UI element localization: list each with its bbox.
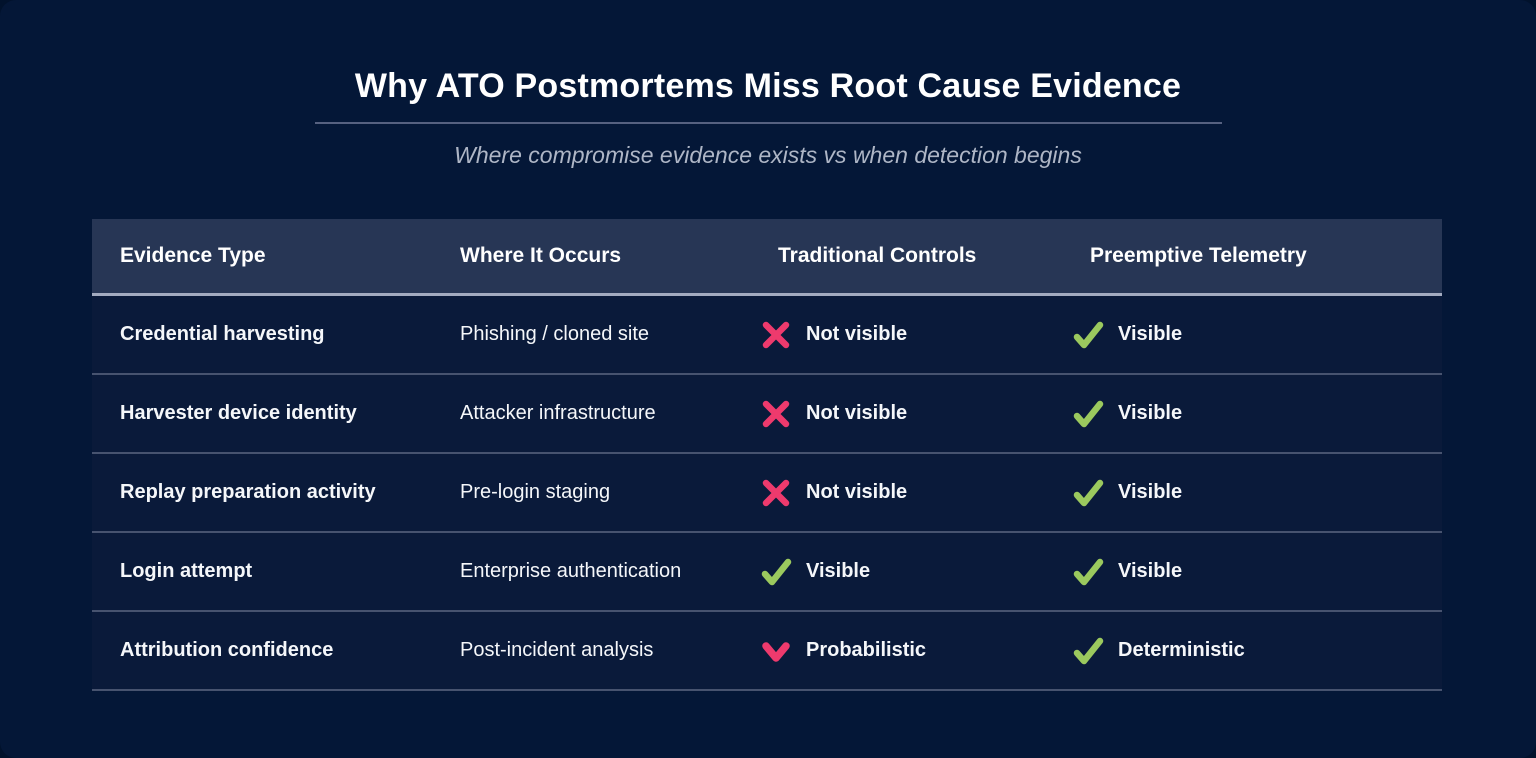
where-it-occurs-cell: Post-incident analysis <box>460 639 654 661</box>
check-icon <box>760 556 792 588</box>
page-title: Why ATO Postmortems Miss Root Cause Evid… <box>354 67 1182 105</box>
table-row: Login attempt Enterprise authentication … <box>92 533 1442 612</box>
evidence-type-cell: Credential harvesting <box>120 323 325 345</box>
where-it-occurs-cell: Pre-login staging <box>460 481 611 503</box>
column-header-preemptive-telemetry: Preemptive Telemetry <box>1090 244 1307 267</box>
heading-block: Why ATO Postmortems Miss Root Cause Evid… <box>0 64 1536 169</box>
check-icon <box>1072 556 1104 588</box>
status-label: Not visible <box>806 402 908 424</box>
where-it-occurs-cell: Enterprise authentication <box>460 560 682 582</box>
traditional-controls-cell: Probabilistic <box>732 635 1044 667</box>
evidence-type-cell: Attribution confidence <box>120 639 334 661</box>
cross-icon <box>760 398 792 430</box>
table-row: Harvester device identity Attacker infra… <box>92 375 1442 454</box>
table-row: Credential harvesting Phishing / cloned … <box>92 296 1442 375</box>
table-header-row: Evidence Type Where It Occurs Traditiona… <box>92 219 1442 296</box>
traditional-controls-cell: Not visible <box>732 398 1044 430</box>
preemptive-telemetry-cell: Visible <box>1044 319 1442 351</box>
status-label: Not visible <box>806 481 908 503</box>
evidence-type-cell: Replay preparation activity <box>120 481 376 503</box>
page-subtitle: Where compromise evidence exists vs when… <box>454 142 1082 168</box>
where-it-occurs-cell: Phishing / cloned site <box>460 323 650 345</box>
traditional-controls-cell: Not visible <box>732 319 1044 351</box>
column-header-evidence-type: Evidence Type <box>120 244 266 267</box>
cross-icon <box>760 319 792 351</box>
status-label: Visible <box>806 560 871 582</box>
status-label: Visible <box>1118 323 1183 345</box>
preemptive-telemetry-cell: Visible <box>1044 556 1442 588</box>
chevron-down-icon <box>760 635 792 667</box>
status-label: Probabilistic <box>806 639 927 661</box>
check-icon <box>1072 635 1104 667</box>
traditional-controls-cell: Not visible <box>732 477 1044 509</box>
preemptive-telemetry-cell: Visible <box>1044 477 1442 509</box>
evidence-type-cell: Harvester device identity <box>120 402 357 424</box>
preemptive-telemetry-cell: Deterministic <box>1044 635 1442 667</box>
check-icon <box>1072 477 1104 509</box>
table-row: Replay preparation activity Pre-login st… <box>92 454 1442 533</box>
check-icon <box>1072 398 1104 430</box>
evidence-table: Evidence Type Where It Occurs Traditiona… <box>92 219 1442 691</box>
title-divider <box>314 122 1222 124</box>
status-label: Visible <box>1118 560 1183 582</box>
evidence-type-cell: Login attempt <box>120 560 253 582</box>
column-header-traditional-controls: Traditional Controls <box>778 244 977 267</box>
status-label: Not visible <box>806 323 908 345</box>
column-header-where-it-occurs: Where It Occurs <box>460 244 622 267</box>
cross-icon <box>760 477 792 509</box>
where-it-occurs-cell: Attacker infrastructure <box>460 402 656 424</box>
table-row: Attribution confidence Post-incident ana… <box>92 612 1442 691</box>
preemptive-telemetry-cell: Visible <box>1044 398 1442 430</box>
status-label: Visible <box>1118 402 1183 424</box>
check-icon <box>1072 319 1104 351</box>
traditional-controls-cell: Visible <box>732 556 1044 588</box>
status-label: Visible <box>1118 481 1183 503</box>
status-label: Deterministic <box>1118 639 1245 661</box>
